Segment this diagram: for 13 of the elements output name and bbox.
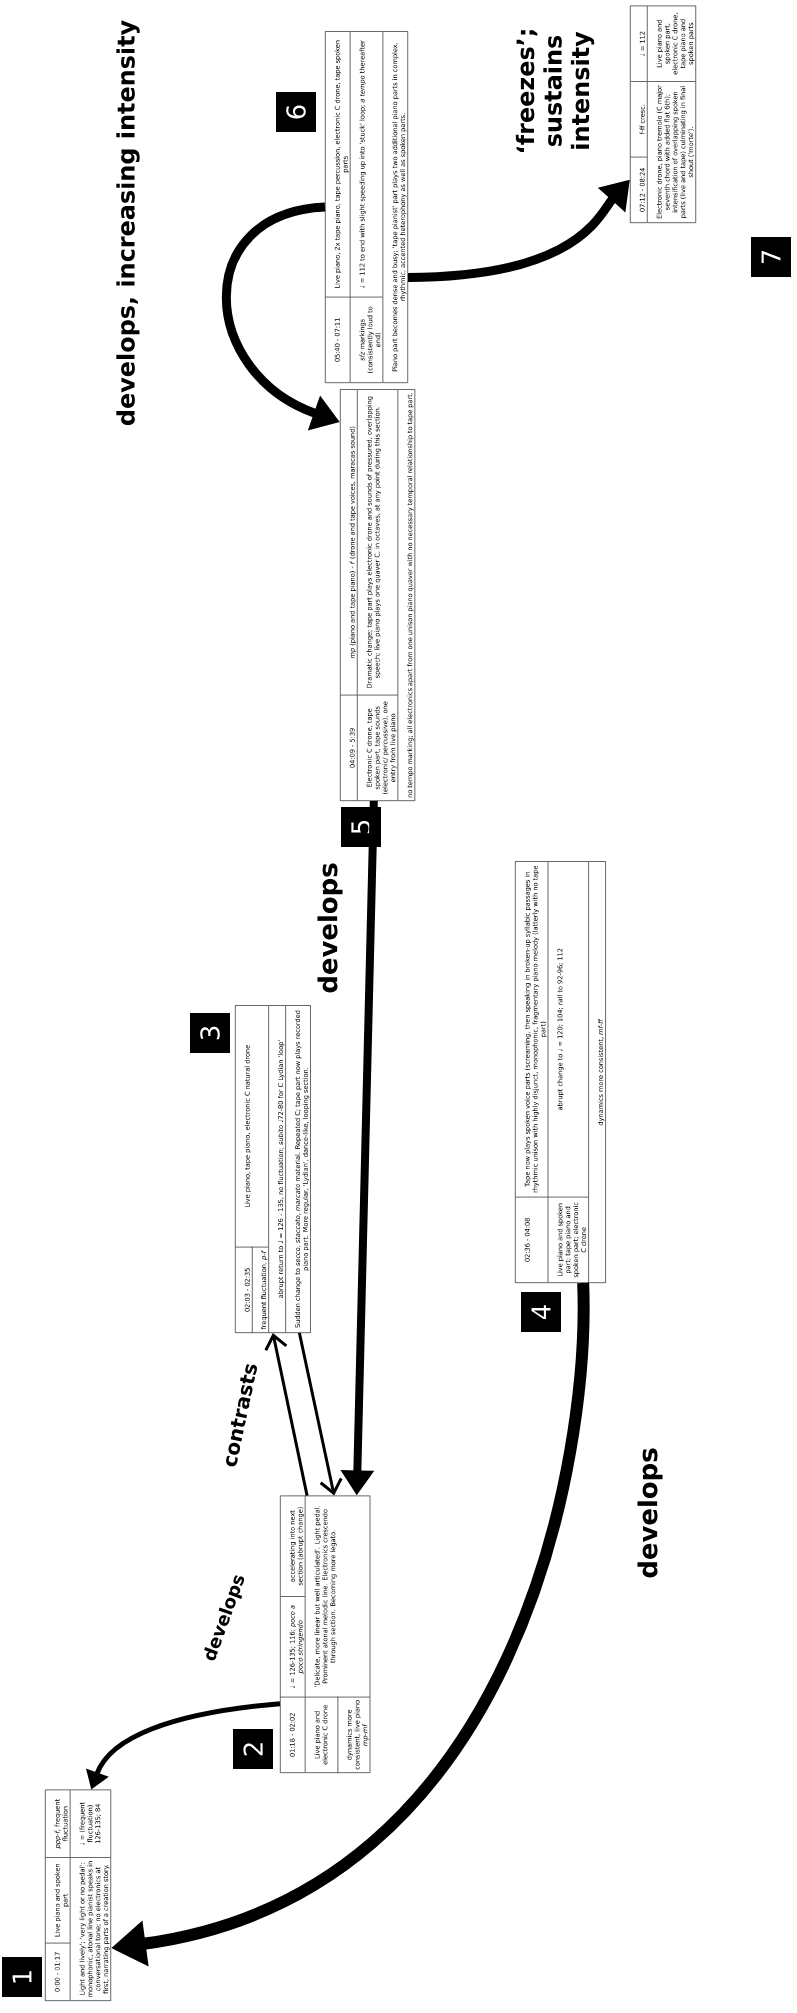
- number-badge: 1: [2, 1957, 42, 1997]
- arrow: [264, 1333, 309, 1496]
- arrow: [297, 1332, 343, 1496]
- number-badge: 2: [233, 1729, 273, 1769]
- number-badge: 7: [751, 237, 791, 277]
- number-badge: 4: [521, 1292, 561, 1332]
- edge-label: develops: [637, 1448, 663, 1578]
- number-badge: 3: [190, 1013, 230, 1053]
- edge-label: ‘freezes’; sustains intensity: [515, 30, 595, 152]
- edge-label: contrasts: [226, 1364, 257, 1467]
- edge-label: develops: [317, 863, 343, 993]
- number-badge: 6: [276, 92, 316, 132]
- edge-label: develops, increasing intensity: [116, 20, 140, 426]
